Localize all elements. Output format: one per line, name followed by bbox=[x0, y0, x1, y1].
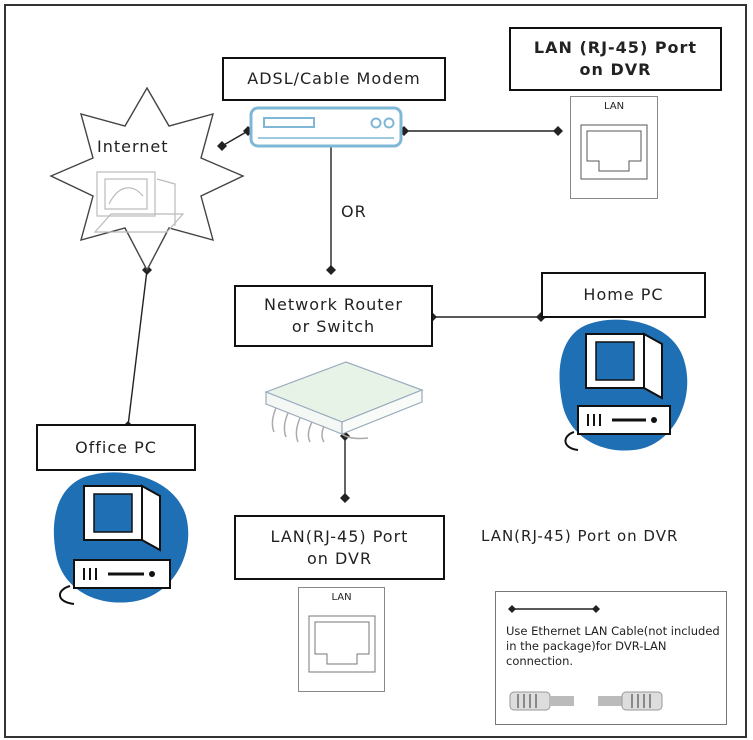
legend-box: Use Ethernet LAN Cable(not included in t… bbox=[495, 591, 727, 725]
router-line2: or Switch bbox=[291, 317, 376, 336]
lan-port-bottom-label: LAN bbox=[331, 592, 352, 603]
rj45-jack-icon bbox=[580, 124, 648, 180]
link-end-dot bbox=[340, 493, 350, 503]
link-end-dot bbox=[326, 265, 336, 275]
lan-port-bottom: LAN bbox=[298, 587, 385, 692]
router-label-box: Network Router or Switch bbox=[234, 285, 433, 347]
lan-top-label-box: LAN (RJ-45) Port on DVR bbox=[509, 27, 722, 91]
link-modem-internet bbox=[221, 130, 249, 147]
router-line1: Network Router bbox=[264, 295, 403, 314]
diagram-frame bbox=[4, 4, 747, 738]
legend-text: Use Ethernet LAN Cable(not included in t… bbox=[506, 624, 720, 668]
office-pc-label: Office PC bbox=[75, 437, 157, 457]
link-end-dot bbox=[217, 141, 227, 151]
modem-label-box: ADSL/Cable Modem bbox=[222, 57, 446, 101]
home-pc-icon bbox=[559, 319, 688, 451]
office-pc-icon bbox=[53, 472, 189, 605]
lan-caption: LAN(RJ-45) Port on DVR bbox=[481, 527, 679, 545]
home-pc-label-box: Home PC bbox=[541, 272, 706, 318]
modem-label: ADSL/Cable Modem bbox=[247, 69, 421, 88]
or-label: OR bbox=[341, 202, 367, 221]
lan-top-line2: on DVR bbox=[579, 60, 652, 79]
lan-port-top: LAN bbox=[570, 96, 658, 199]
internet-label: Internet bbox=[97, 137, 169, 156]
office-pc-label-box: Office PC bbox=[36, 424, 196, 471]
home-pc-label: Home PC bbox=[583, 285, 664, 304]
lan-bottom-line1: LAN(RJ-45) Port bbox=[270, 526, 409, 546]
modem-icon bbox=[249, 106, 403, 148]
link-internet-office bbox=[127, 269, 148, 427]
link-end-dot bbox=[553, 126, 563, 136]
lan-bottom-line2: on DVR bbox=[306, 548, 373, 568]
lan-bottom-label-box: LAN(RJ-45) Port on DVR bbox=[234, 515, 445, 580]
legend-cable-line bbox=[508, 605, 600, 613]
ethernet-cable-icon bbox=[509, 691, 663, 711]
router-switch-icon bbox=[264, 361, 424, 443]
rj45-jack-icon bbox=[308, 615, 376, 673]
lan-top-line1: LAN (RJ-45) Port bbox=[533, 38, 698, 57]
lan-port-top-label: LAN bbox=[603, 101, 625, 112]
internet-star-icon bbox=[49, 86, 245, 272]
